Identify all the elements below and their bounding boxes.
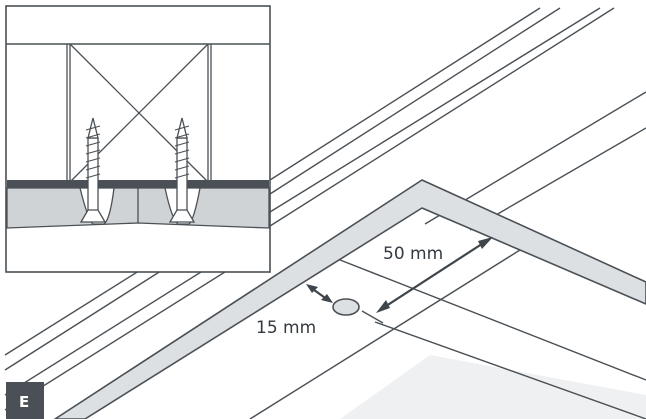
hole-reference-tick xyxy=(361,310,384,324)
ceiling-lines xyxy=(4,7,646,419)
ridge-frame xyxy=(54,179,646,419)
step-badge xyxy=(6,382,44,419)
dimension-arrow-15mm xyxy=(306,284,333,303)
detail-inset xyxy=(5,5,271,273)
dimension-label-50mm: 50 mm xyxy=(383,244,443,264)
step-badge-label: E xyxy=(19,393,29,411)
screw-left xyxy=(79,117,107,223)
screw-hole xyxy=(332,298,360,316)
dimension-label-15mm: 15 mm xyxy=(256,318,316,338)
dimension-arrow-50mm xyxy=(376,237,493,313)
shaded-panel-area xyxy=(340,355,646,419)
screw-right xyxy=(168,117,196,223)
batten-band xyxy=(7,180,269,188)
